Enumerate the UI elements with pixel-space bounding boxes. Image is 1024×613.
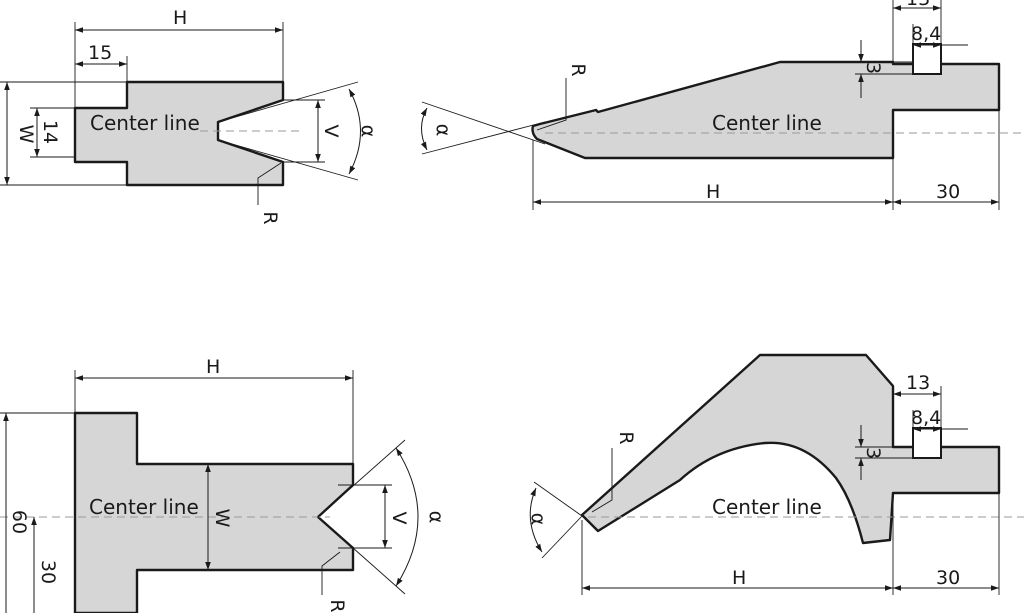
punch-gooseneck-3-label: 3 xyxy=(862,447,884,459)
punch-gooseneck-30-label: 30 xyxy=(936,567,960,589)
punch-straight-84-label: 8,4 xyxy=(911,23,941,45)
punch-straight-alpha-ray-up xyxy=(421,101,546,145)
punch-straight-body xyxy=(531,60,1001,160)
punch-gooseneck-h-label: H xyxy=(732,567,746,589)
die-large-alpha-ray-top xyxy=(317,439,406,518)
die-large-h-label: H xyxy=(206,356,220,378)
die-large-alpha-label: α xyxy=(425,511,447,524)
punch-gooseneck-alpha-ray-down xyxy=(541,515,583,559)
punch-gooseneck-alpha-ray-up xyxy=(533,481,583,517)
punch-gooseneck-tang-slot xyxy=(912,427,942,459)
die-small-15-label: 15 xyxy=(88,42,112,64)
die-large-r-label: R xyxy=(326,599,348,612)
punch-gooseneck-84-label: 8,4 xyxy=(911,407,941,429)
die-small-h-label: H xyxy=(173,7,187,29)
punch-straight-alpha-ray-down xyxy=(421,121,546,155)
die-large-r-leader xyxy=(321,551,341,595)
die-small-14-label: 14 xyxy=(39,120,61,144)
die-large-30-label: 30 xyxy=(37,560,59,584)
punch-gooseneck-alpha-arc xyxy=(529,487,543,553)
die-large-center-label: Center line xyxy=(89,495,199,519)
die-large-v-label: V xyxy=(388,512,410,525)
punch-gooseneck-center-label: Center line xyxy=(712,495,822,519)
die-large-figure: Center line H W V α R 60 30 xyxy=(0,356,447,613)
die-small-alpha-ray-bottom xyxy=(217,139,359,181)
die-small-figure: Center line H 15 W 14 V α R xyxy=(0,7,379,225)
punch-straight-center-label: Center line xyxy=(712,111,822,135)
punch-straight-r-label: R xyxy=(567,63,589,76)
die-small-alpha-ray-top xyxy=(217,81,359,123)
punch-gooseneck-r-label: R xyxy=(615,431,637,444)
die-small-v-label: V xyxy=(320,125,342,138)
punch-straight-13-label: 13 xyxy=(906,0,930,10)
die-large-60-label: 60 xyxy=(8,510,30,534)
die-large-alpha-ray-bottom xyxy=(317,516,406,595)
punch-straight-figure: Center line α R H 30 13 8,4 3 xyxy=(420,0,1024,210)
punch-straight-30-label: 30 xyxy=(936,181,960,203)
die-small-alpha-arc xyxy=(348,88,361,175)
die-small-w-label: W xyxy=(15,125,37,144)
die-small-alpha-label: α xyxy=(357,125,379,138)
die-small-r-leader xyxy=(257,162,282,205)
punch-straight-alpha-label: α xyxy=(432,124,454,137)
die-large-alpha-arc xyxy=(395,447,419,587)
punch-straight-r-leader xyxy=(536,78,567,131)
punch-straight-tang-slot xyxy=(912,43,942,75)
punch-gooseneck-alpha-label: α xyxy=(527,513,549,526)
punch-gooseneck-r-leader xyxy=(591,448,613,513)
punch-straight-3-label: 3 xyxy=(862,62,884,74)
punch-straight-alpha-arc xyxy=(420,107,428,151)
punch-gooseneck-figure: Center line α R H 30 13 8,4 3 xyxy=(527,353,1024,595)
die-small-r-label: R xyxy=(259,211,281,224)
die-large-w-label: W xyxy=(211,509,233,528)
die-small-center-label: Center line xyxy=(90,111,200,135)
punch-gooseneck-13-label: 13 xyxy=(906,372,930,394)
punch-straight-h-label: H xyxy=(706,181,720,203)
